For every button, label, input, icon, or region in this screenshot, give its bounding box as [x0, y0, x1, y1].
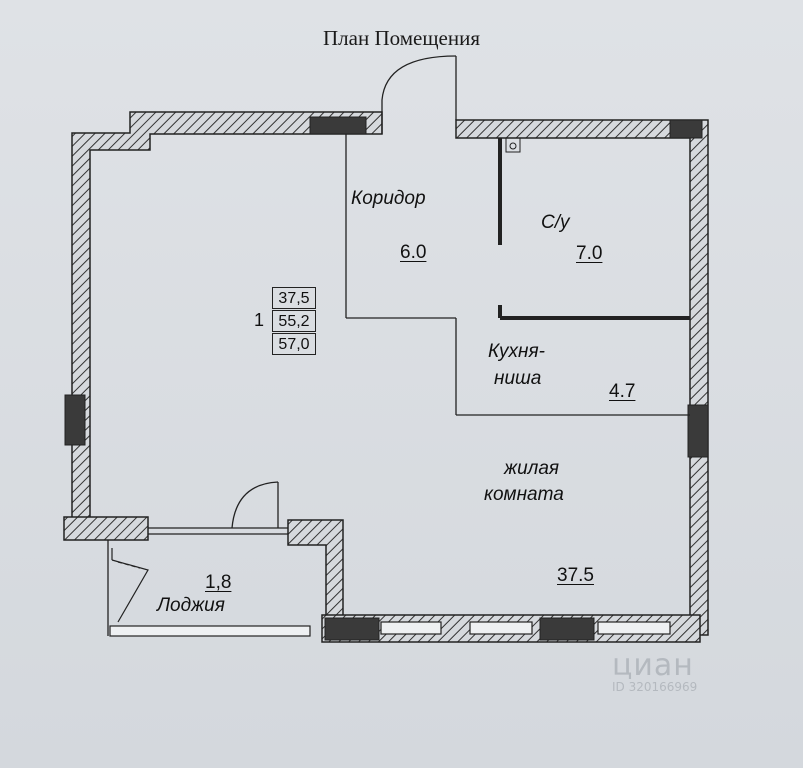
bathroom-area: 7.0 — [576, 243, 603, 264]
bathroom-label: С/у — [541, 212, 570, 233]
entrance-door — [381, 55, 457, 134]
kitchen-label-1: Кухня- — [488, 341, 545, 362]
rooms-count: 1 — [253, 309, 264, 330]
interior-partitions — [107, 134, 690, 636]
area-summary-box: 1 37,5 55,2 57,0 — [248, 285, 316, 355]
loggia-window-swing — [111, 548, 149, 623]
watermark-id: ID 320166969 — [612, 680, 698, 694]
loggia-door — [231, 481, 279, 529]
kitchen-area: 4.7 — [609, 381, 636, 402]
structural-columns — [64, 116, 709, 641]
plan-title: План Помещения — [323, 26, 480, 50]
watermark-brand: циан — [612, 648, 694, 683]
sink-icon — [505, 137, 521, 153]
total-area-value: 55,2 — [272, 310, 316, 332]
kitchen-label-2: ниша — [494, 368, 542, 389]
loggia-area: 1,8 — [205, 572, 232, 593]
living-label-2: комната — [484, 484, 564, 505]
corridor-area: 6.0 — [400, 242, 427, 263]
living-area: 37.5 — [557, 565, 594, 586]
total-with-loggia-value: 57,0 — [272, 333, 316, 355]
living-label-1: жилая — [504, 458, 560, 479]
living-area-value: 37,5 — [272, 287, 316, 309]
corridor-label: Коридор — [351, 188, 426, 209]
loggia-label: Лоджия — [157, 595, 225, 616]
bottom-windows — [109, 621, 671, 637]
